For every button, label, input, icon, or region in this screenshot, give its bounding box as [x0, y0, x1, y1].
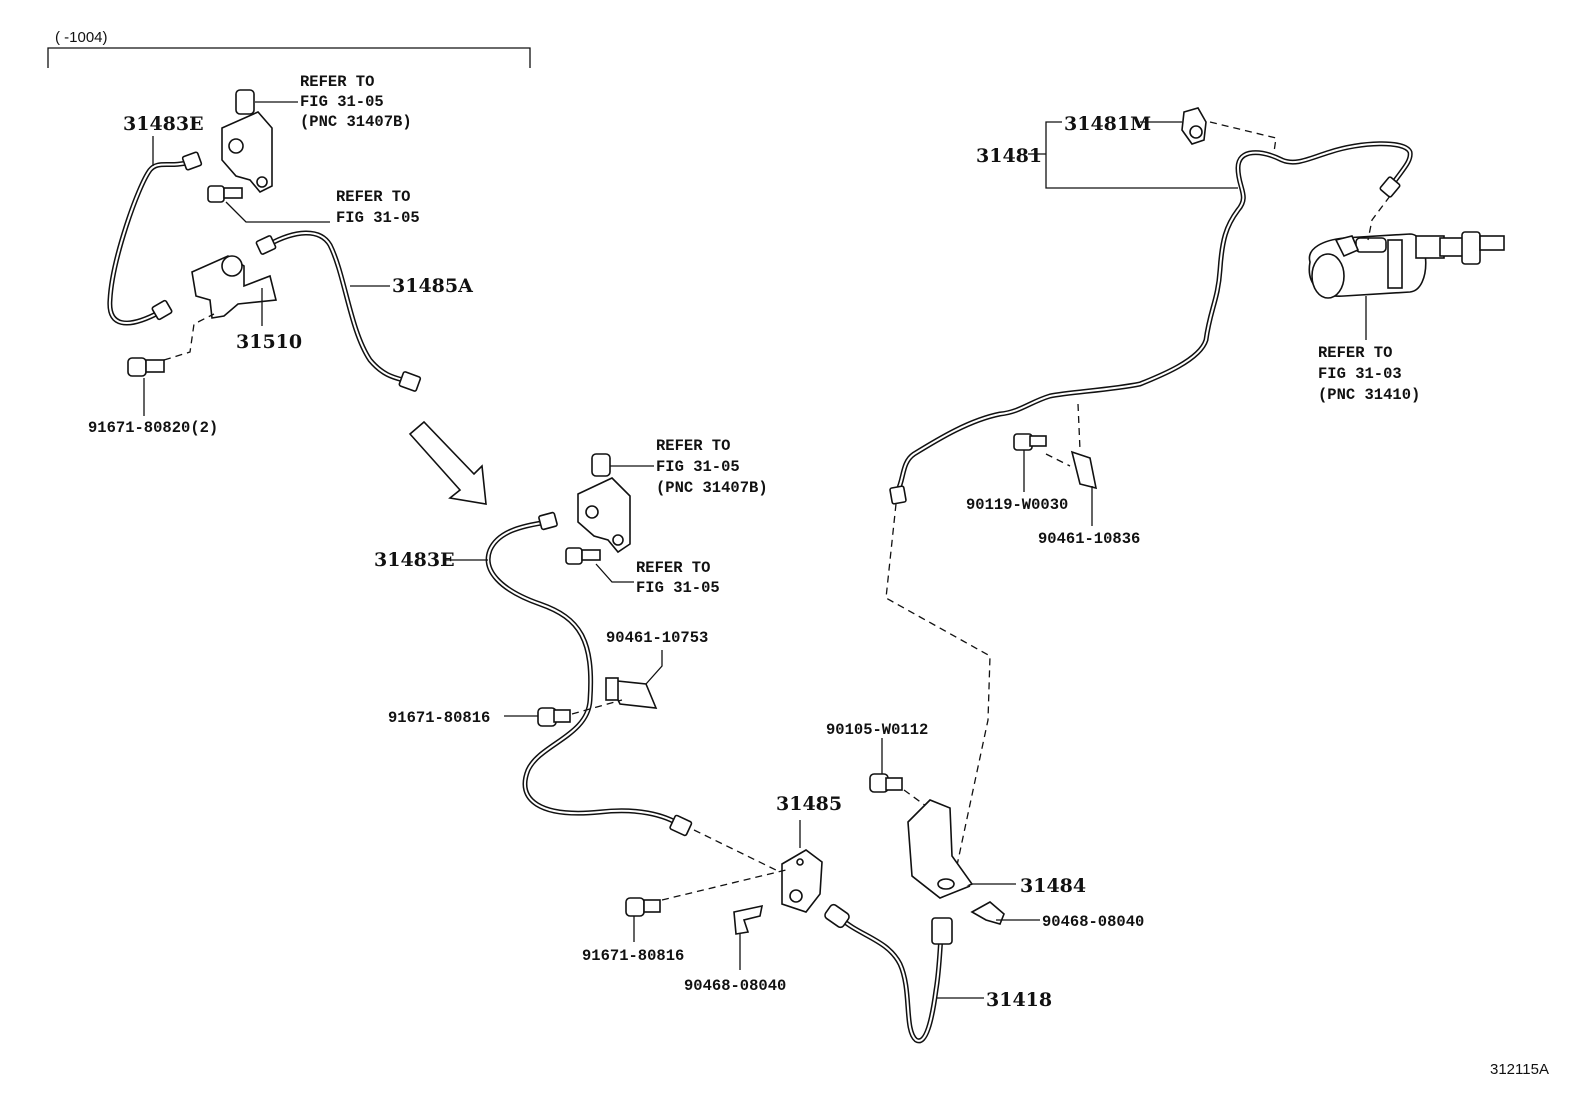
refer-fig-31-05-lower: REFER TO FIG 31-05: [636, 559, 720, 597]
label-31484: 31484: [1020, 875, 1086, 897]
refer-fig-31-05-pnc-lower: REFER TO FIG 31-05 (PNC 31407B): [656, 437, 768, 497]
label-31510: 31510: [236, 331, 302, 353]
label-31481: 31481: [976, 145, 1042, 167]
tee-valve-upper: [221, 89, 298, 193]
label-90468-08040-right: 90468-08040: [1042, 913, 1144, 931]
bracket-31484: [907, 799, 1016, 899]
leader-31481: [1045, 121, 1238, 189]
refer-fig-31-05-pnc-upper: REFER TO FIG 31-05 (PNC 31407B): [300, 73, 412, 131]
date-range-label: ( -1004): [55, 29, 108, 46]
pipe-31483E-upper: [107, 151, 203, 326]
hose-31418: [824, 903, 984, 1044]
refer-fig-31-05-upper: REFER TO FIG 31-05: [336, 188, 420, 227]
bolt-90119-W0030: [1013, 433, 1071, 492]
label-31485: 31485: [776, 793, 842, 815]
label-91671-80820: 91671-80820(2): [88, 419, 218, 437]
label-90105-W0112: 90105-W0112: [826, 721, 928, 739]
label-31483E-upper: 31483E: [123, 113, 204, 135]
master-cylinder: [1308, 195, 1505, 340]
label-91671-80816-lower: 91671-80816: [582, 947, 684, 965]
clip-90468-08040-right: [970, 901, 1040, 925]
clamp-31481M: [1140, 107, 1277, 153]
bolt-91671-80820: [127, 313, 215, 416]
label-31485A: 31485A: [392, 275, 473, 297]
bolt-upper: [207, 185, 330, 223]
top-left-assembly: [107, 89, 422, 416]
label-31483E-lower: 31483E: [374, 549, 455, 571]
direction-arrow: [408, 420, 487, 505]
label-90119-W0030: 90119-W0030: [966, 496, 1068, 514]
label-91671-80816-upper: 91671-80816: [388, 709, 490, 727]
clip-90468-08040-left: [733, 904, 764, 970]
label-31418: 31418: [986, 989, 1052, 1011]
bolt-91671-80816-lower: [625, 869, 787, 942]
clamp-90461-10836: [1070, 403, 1098, 526]
label-31481M: 31481M: [1064, 113, 1151, 135]
diagram-code: 312115A: [1490, 1061, 1549, 1078]
label-90461-10836: 90461-10836: [1038, 530, 1140, 548]
bolt-91671-80816-upper: [504, 699, 623, 727]
tee-valve-lower: [577, 453, 654, 554]
bracket-31485: [693, 820, 823, 913]
clamp-90461-10753: [605, 650, 663, 709]
label-90468-08040-left: 90468-08040: [684, 977, 786, 995]
refer-fig-31-03: REFER TO FIG 31-03 (PNC 31410): [1318, 344, 1420, 404]
pipe-31481: [889, 141, 1413, 505]
date-range-bracket: ( -1004): [47, 29, 531, 68]
label-90461-10753: 90461-10753: [606, 629, 708, 647]
pipe-31483E-lower: [485, 511, 693, 837]
bolt-90105-W0112: [869, 738, 927, 807]
bolt-lower-tee: [565, 547, 634, 583]
bracket-31510: [191, 255, 277, 326]
pipe-31485A: [255, 230, 422, 392]
